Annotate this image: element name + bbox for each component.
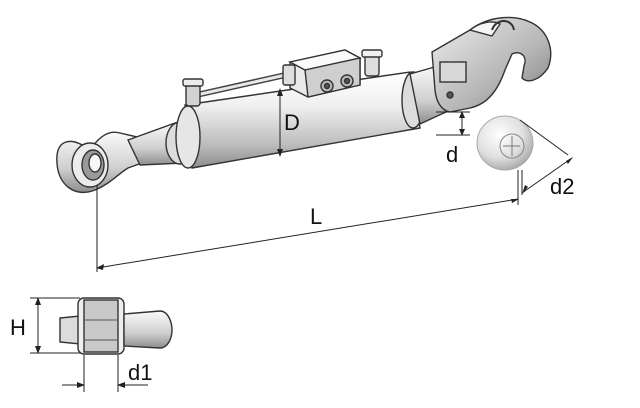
label-d1: d1 — [128, 360, 152, 385]
label-d: d — [446, 142, 458, 167]
eye-side-view — [59, 297, 173, 355]
dimension-d1: d1 — [62, 355, 152, 392]
ball-d2 — [476, 115, 534, 171]
ball-joint-eye — [56, 131, 151, 194]
label-L: L — [310, 204, 322, 229]
hydraulic-pipe — [182, 71, 291, 107]
label-d2: d2 — [550, 174, 574, 199]
valve-block — [282, 49, 383, 98]
label-D: D — [284, 110, 300, 135]
label-H: H — [10, 315, 26, 340]
dimension-d: d — [436, 111, 470, 167]
dimension-d2: d2 — [519, 119, 574, 199]
quick-coupler-hook — [431, 16, 552, 113]
dimension-L: L — [96, 170, 519, 272]
dimension-H: H — [10, 297, 80, 354]
dimension-D: D — [277, 88, 300, 157]
top-link-assembly — [56, 16, 552, 194]
